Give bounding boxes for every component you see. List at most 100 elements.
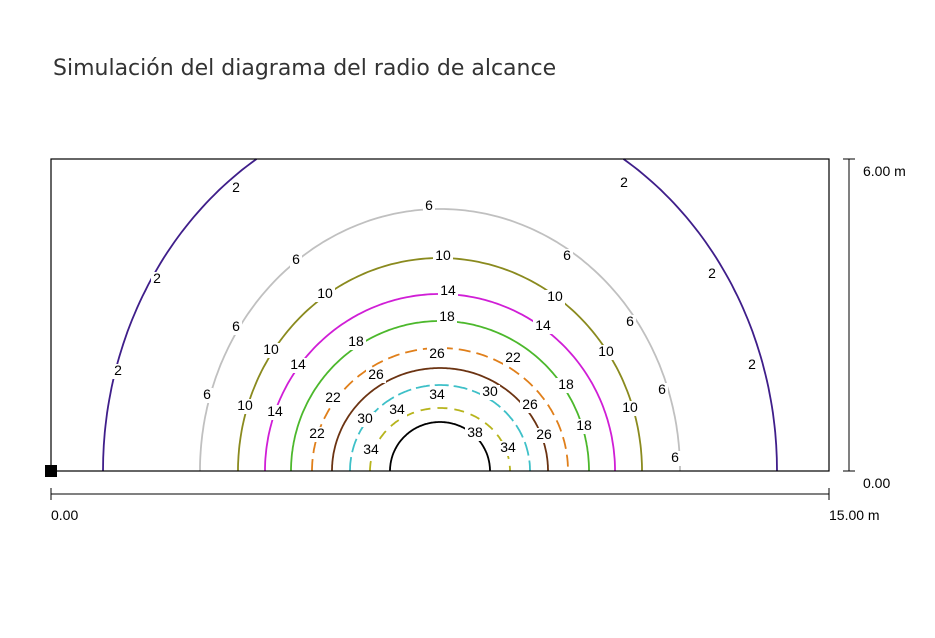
contour-label-bg xyxy=(427,388,447,403)
contour-label-10: 10 xyxy=(263,341,279,357)
source-marker xyxy=(45,465,57,477)
contour-label-bg xyxy=(307,427,327,442)
contour-label-bg xyxy=(534,428,554,443)
contour-label-6: 6 xyxy=(292,251,300,267)
contour-line-2 xyxy=(622,158,778,472)
contour-label-bg xyxy=(235,399,255,414)
contour-label-bg xyxy=(361,443,381,458)
contour-label-10: 10 xyxy=(622,399,638,415)
contour-line-34 xyxy=(369,407,511,471)
contour-label-bg xyxy=(265,405,285,420)
contour-label-bg xyxy=(746,358,758,373)
contour-label-bg xyxy=(520,398,540,413)
x-axis: 0.00 15.00 m xyxy=(50,488,880,523)
contour-label-2: 2 xyxy=(620,174,628,190)
contour-label-14: 14 xyxy=(535,317,551,333)
contour-label-14: 14 xyxy=(440,282,456,298)
contour-label-22: 22 xyxy=(309,425,325,441)
contour-label-bg xyxy=(545,290,565,305)
contour-label-6: 6 xyxy=(563,247,571,263)
contour-label-2: 2 xyxy=(153,270,161,286)
contour-line-22 xyxy=(311,347,569,471)
contour-label-10: 10 xyxy=(317,285,333,301)
contour-label-26: 26 xyxy=(536,426,552,442)
contour-label-14: 14 xyxy=(290,356,306,372)
contour-label-2: 2 xyxy=(748,356,756,372)
x-axis-max-label: 15.00 m xyxy=(829,507,880,523)
contour-label-bg xyxy=(498,441,518,456)
contour-line-26 xyxy=(331,367,549,471)
contour-line-38 xyxy=(389,421,491,471)
contour-line-2 xyxy=(102,158,258,472)
contour-label-6: 6 xyxy=(232,318,240,334)
contour-label-bg xyxy=(618,176,630,191)
contour-label-34: 34 xyxy=(500,439,516,455)
contour-label-bg xyxy=(288,358,308,373)
contour-label-bg xyxy=(433,249,453,264)
contour-label-bg xyxy=(261,343,281,358)
contour-label-bg xyxy=(346,335,366,350)
contour-label-10: 10 xyxy=(237,397,253,413)
contour-label-10: 10 xyxy=(435,247,451,263)
contour-label-18: 18 xyxy=(558,376,574,392)
contour-label-2: 2 xyxy=(232,179,240,195)
contour-label-bg xyxy=(201,388,213,403)
contour-label-30: 30 xyxy=(357,410,373,426)
contour-label-bg xyxy=(656,383,668,398)
contour-label-bg xyxy=(323,391,343,406)
contour-label-34: 34 xyxy=(429,386,445,402)
contour-label-bg xyxy=(427,347,447,362)
contour-label-bg xyxy=(423,199,435,214)
contour-label-26: 26 xyxy=(368,366,384,382)
contour-label-6: 6 xyxy=(658,381,666,397)
contour-label-38: 38 xyxy=(467,424,483,440)
contour-label-bg xyxy=(290,253,302,268)
contour-label-14: 14 xyxy=(267,403,283,419)
contour-label-bg xyxy=(669,451,681,466)
contour-label-6: 6 xyxy=(626,313,634,329)
contour-label-bg xyxy=(355,412,375,427)
contour-labels: 2222226666666610101010101010141414141818… xyxy=(112,174,758,466)
contour-label-bg xyxy=(112,364,124,379)
contour-label-10: 10 xyxy=(547,288,563,304)
contour-label-22: 22 xyxy=(505,349,521,365)
contour-label-34: 34 xyxy=(363,441,379,457)
contour-label-bg xyxy=(480,385,500,400)
contour-label-bg xyxy=(366,368,386,383)
contour-label-6: 6 xyxy=(671,449,679,465)
contour-label-bg xyxy=(465,426,485,441)
contour-label-6: 6 xyxy=(203,386,211,402)
y-axis-max-label: 6.00 m xyxy=(863,163,906,179)
contour-label-bg xyxy=(620,401,640,416)
y-axis: 6.00 m 0.00 xyxy=(843,158,906,491)
contour-label-26: 26 xyxy=(429,345,445,361)
contour-label-bg xyxy=(438,284,458,299)
contour-label-34: 34 xyxy=(389,401,405,417)
contour-line-30 xyxy=(349,384,531,471)
y-axis-min-label: 0.00 xyxy=(863,475,890,491)
contour-label-bg xyxy=(437,310,457,325)
contour-label-10: 10 xyxy=(598,343,614,359)
contour-label-26: 26 xyxy=(522,396,538,412)
contour-label-bg xyxy=(561,249,573,264)
contour-label-bg xyxy=(574,419,594,434)
contour-line-6 xyxy=(199,208,681,471)
contour-label-bg xyxy=(624,315,636,330)
contour-label-bg xyxy=(151,272,163,287)
contour-label-2: 2 xyxy=(114,362,122,378)
contour-label-bg xyxy=(596,345,616,360)
contour-label-bg xyxy=(230,320,242,335)
contour-label-bg xyxy=(230,181,242,196)
contour-label-18: 18 xyxy=(576,417,592,433)
contour-label-2: 2 xyxy=(708,265,716,281)
x-axis-min-label: 0.00 xyxy=(51,507,78,523)
contour-label-18: 18 xyxy=(348,333,364,349)
contour-label-18: 18 xyxy=(439,308,455,324)
contour-label-22: 22 xyxy=(325,389,341,405)
contour-label-30: 30 xyxy=(482,383,498,399)
contour-label-bg xyxy=(706,267,718,282)
contour-label-bg xyxy=(533,319,553,334)
plot-frame xyxy=(50,158,830,472)
contour-label-bg xyxy=(556,378,576,393)
